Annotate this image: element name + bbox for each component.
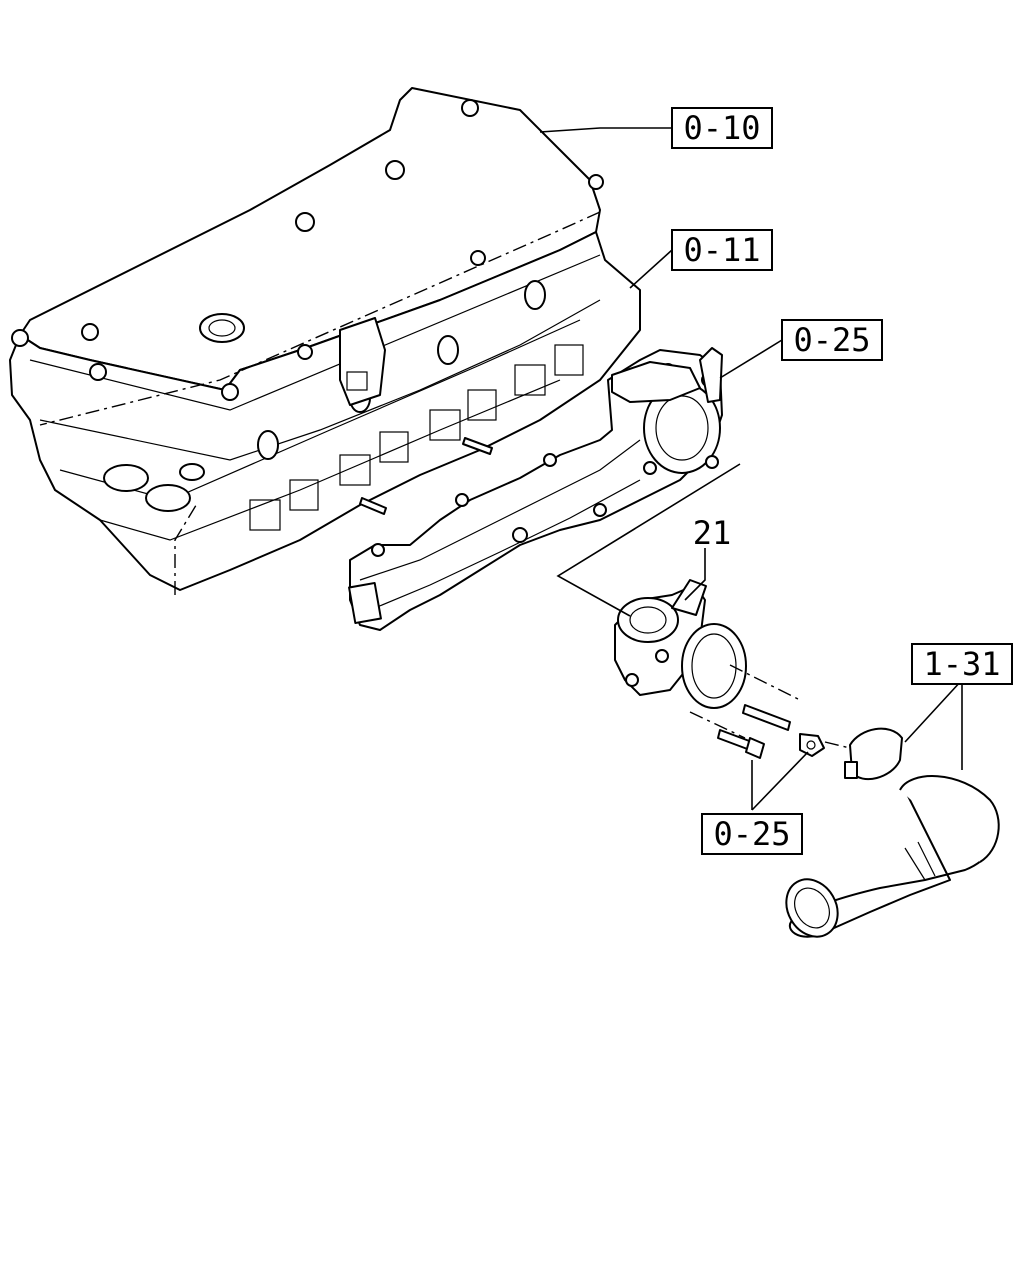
callout-21[interactable]: 21 [693,514,732,552]
intake-hose-assembly [785,727,1000,938]
callout-0-25-lower[interactable]: 0-25 [701,813,803,855]
callout-0-10[interactable]: 0-10 [671,107,773,149]
hose-clamp [849,727,903,781]
svg-text:0-25: 0-25 [793,321,870,359]
nut [799,733,825,757]
callout-0-11[interactable]: 0-11 [671,229,773,271]
svg-text:0-10: 0-10 [683,109,760,147]
leader-lines [539,127,963,811]
svg-text:0-25: 0-25 [713,815,790,853]
callout-1-31[interactable]: 1-31 [911,643,1013,685]
alignment-lines [39,211,851,749]
svg-text:1-31: 1-31 [923,645,1000,683]
svg-text:21: 21 [693,514,732,552]
fasteners [717,704,825,759]
cylinder-head-assembly [9,87,641,591]
throttle-body [614,579,747,709]
intake-manifold [348,347,723,631]
callout-0-25-upper[interactable]: 0-25 [781,319,883,361]
svg-text:0-11: 0-11 [683,231,760,269]
bolt-long [742,704,791,731]
